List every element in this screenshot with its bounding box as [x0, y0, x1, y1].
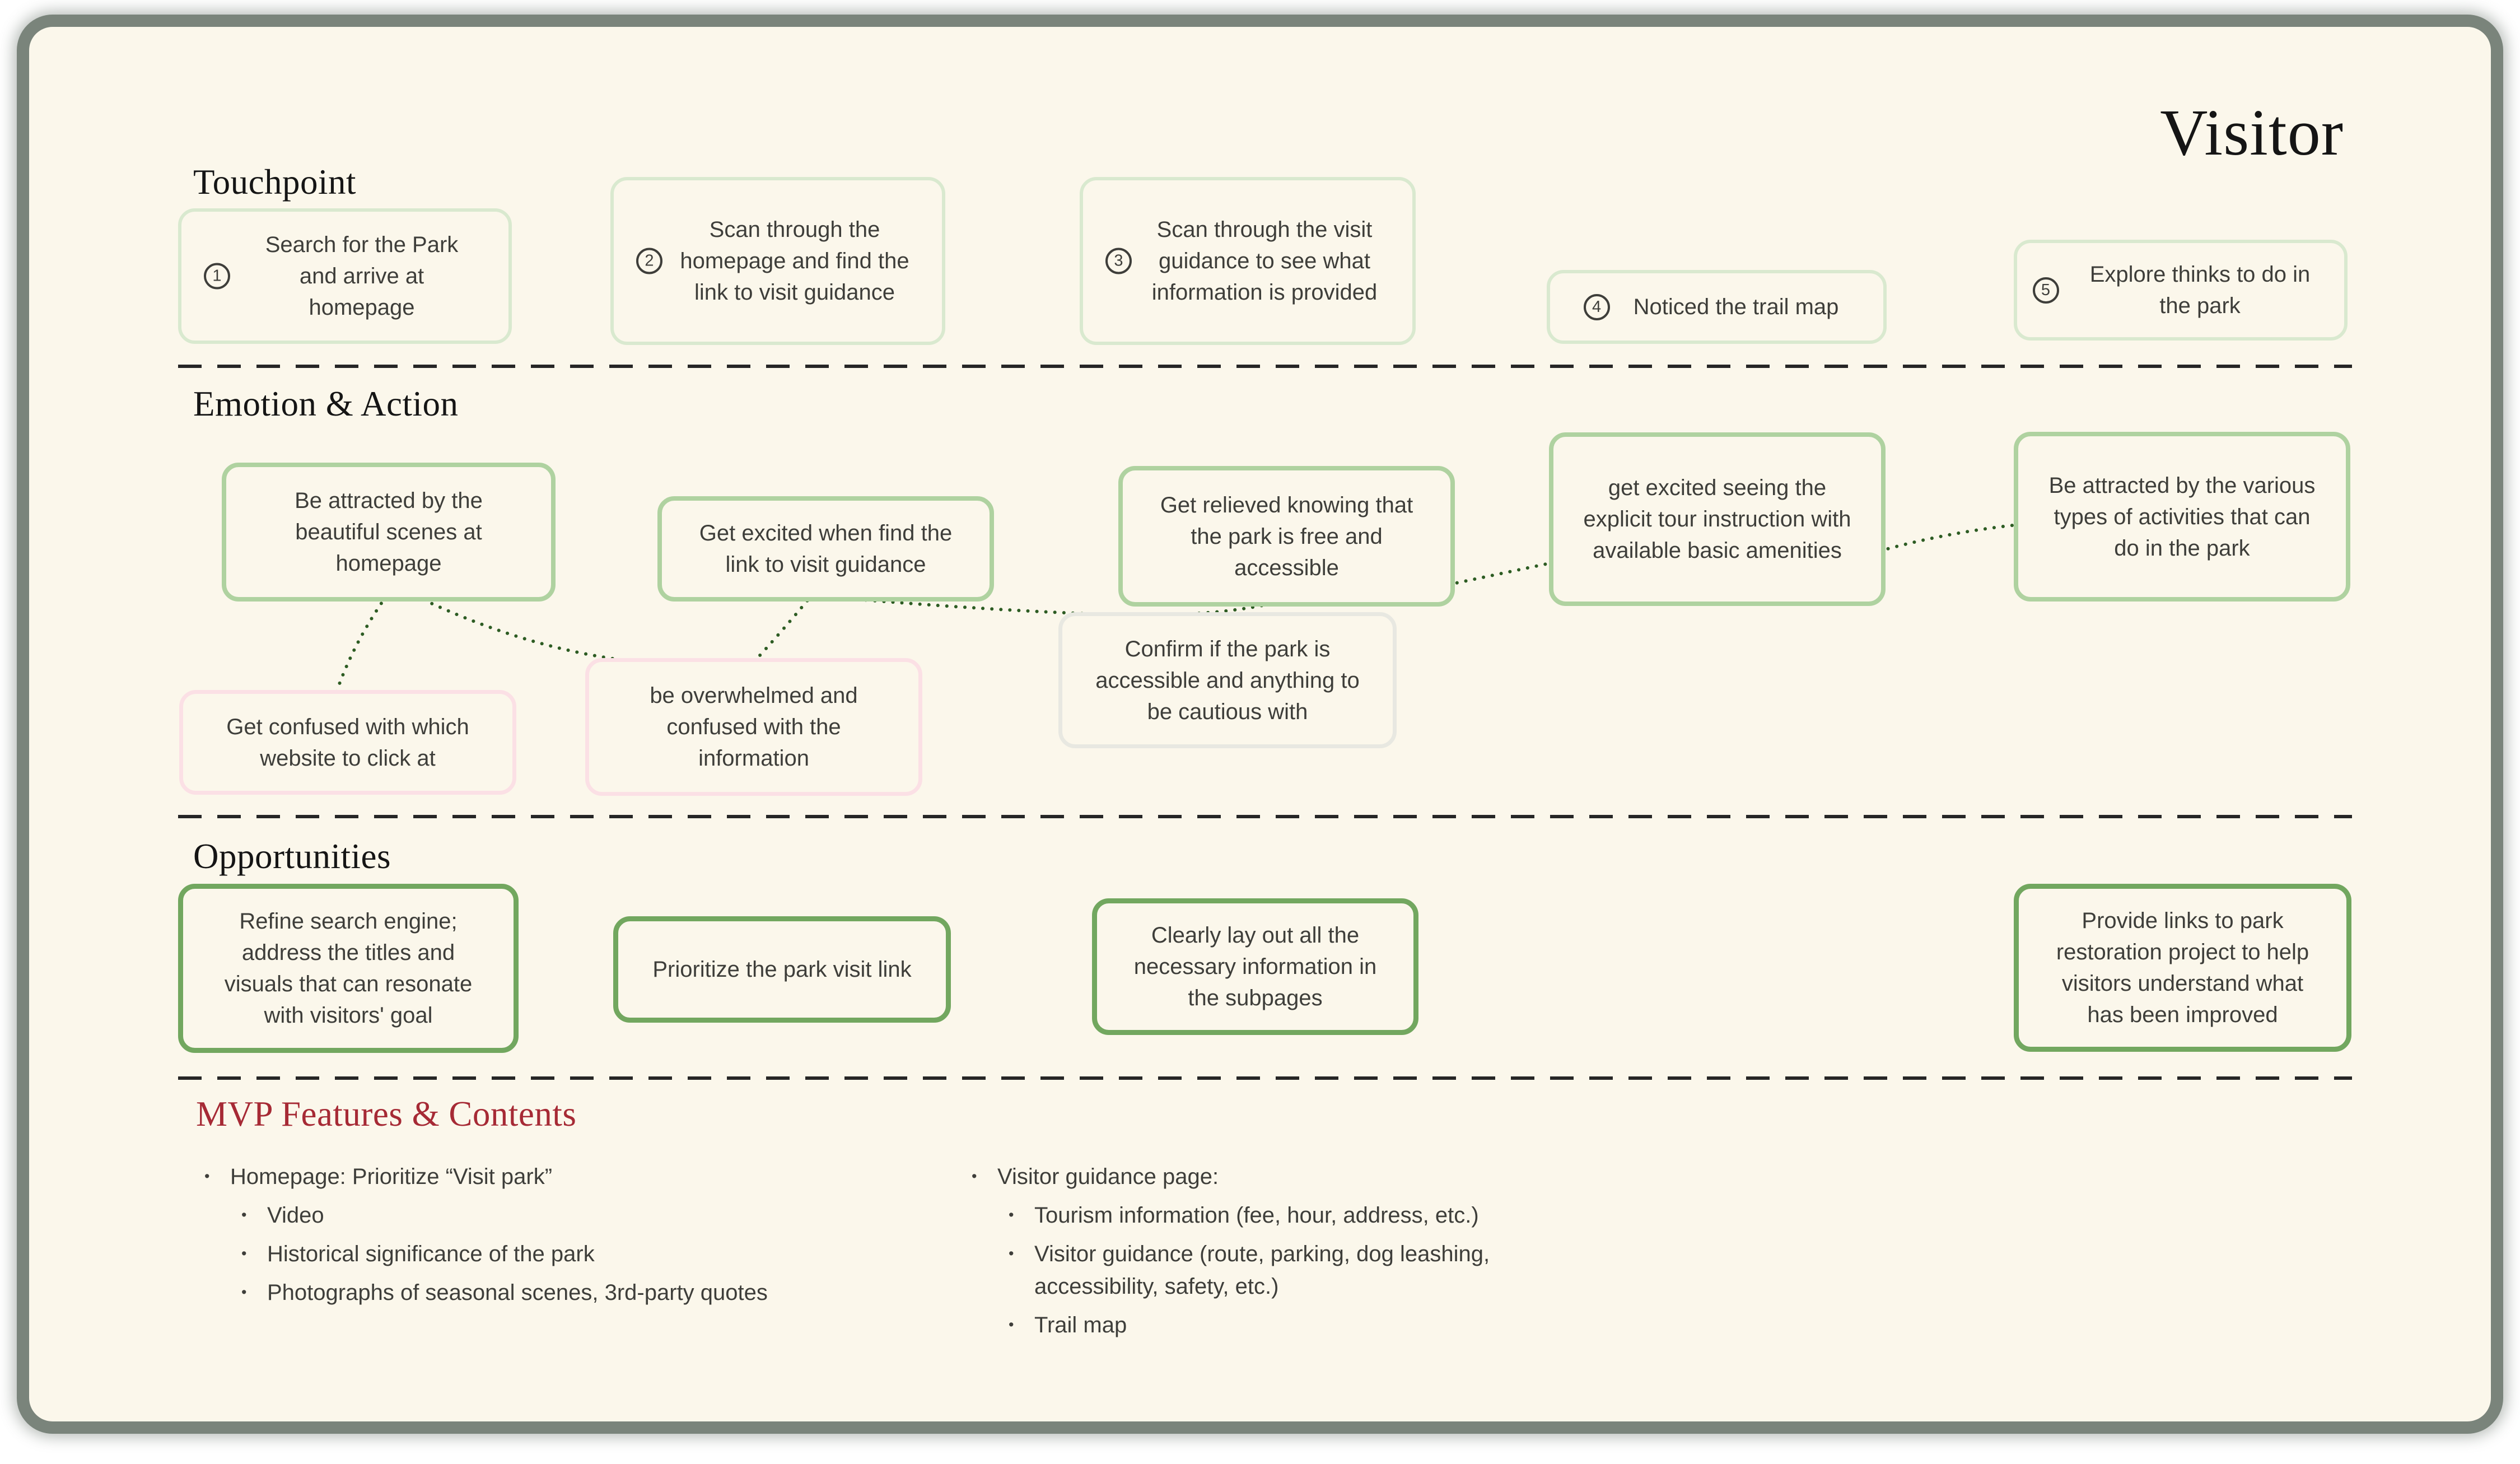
card-text: Provide links to park restoration projec… [2056, 908, 2309, 1027]
bullet-icon: • [1009, 1245, 1014, 1262]
list-item: • Homepage: Prioritize “Visit park” [204, 1160, 776, 1193]
card-text: Be attracted by the beautiful scenes at … [295, 488, 483, 576]
dotted-connector [334, 594, 388, 695]
emotion-positive-card-3: Get relieved knowing that the park is fr… [1118, 466, 1455, 607]
touchpoint-card-5: 5 Explore thinks to do in the park [2014, 240, 2348, 341]
card-text: be overwhelmed and confused with the inf… [650, 683, 858, 771]
bullet-icon: • [1009, 1316, 1014, 1333]
bullet-icon: • [972, 1168, 977, 1185]
list-item: • Historical significance of the park [241, 1238, 776, 1270]
step-number-badge: 1 [204, 263, 230, 290]
step-number-badge: 5 [2032, 277, 2059, 304]
section-heading-emotion: Emotion & Action [193, 384, 459, 423]
opportunity-card-4: Provide links to park restoration projec… [2014, 884, 2351, 1052]
list-item: • Video [241, 1199, 776, 1232]
card-text: Prioritize the park visit link [652, 957, 912, 982]
emotion-neutral-card-1: Confirm if the park is accessible and an… [1058, 612, 1397, 748]
list-item-label: Homepage: Prioritize “Visit park” [230, 1164, 553, 1189]
list-item: • Visitor guidance (route, parking, dog … [1009, 1238, 1548, 1303]
card-text: Get confused with which website to click… [226, 714, 469, 771]
touchpoint-card-1: 1 Search for the Park and arrive at home… [178, 208, 512, 344]
list-item-label: Visitor guidance (route, parking, dog le… [1034, 1242, 1490, 1299]
bullet-icon: • [1009, 1206, 1014, 1223]
list-item-label: Tourism information (fee, hour, address,… [1034, 1203, 1479, 1228]
card-text: Get relieved knowing that the park is fr… [1160, 492, 1413, 580]
list-item-label: Trail map [1034, 1313, 1127, 1337]
list-item-label: Visitor guidance page: [997, 1164, 1219, 1189]
mvp-column-homepage: • Homepage: Prioritize “Visit park” • Vi… [204, 1160, 776, 1315]
card-text: Get excited when find the link to visit … [699, 521, 953, 577]
emotion-negative-card-1: Get confused with which website to click… [179, 690, 516, 795]
card-text: Explore thinks to do in the park [2089, 262, 2311, 318]
step-number-badge: 3 [1105, 248, 1132, 274]
bullet-icon: • [241, 1206, 247, 1223]
card-text: Refine search engine; address the titles… [224, 909, 473, 1028]
opportunity-card-1: Refine search engine; address the titles… [178, 884, 519, 1053]
dotted-connector [1878, 524, 2014, 553]
touchpoint-card-4: 4 Noticed the trail map [1547, 270, 1887, 344]
emotion-positive-card-2: Get excited when find the link to visit … [657, 496, 994, 602]
persona-title: Visitor [2160, 96, 2344, 169]
mvp-column-guidance: • Visitor guidance page: • Tourism infor… [972, 1160, 1548, 1348]
card-text: Noticed the trail map [1633, 295, 1839, 319]
card-text: get excited seeing the explicit tour ins… [1583, 475, 1851, 563]
emotion-positive-card-1: Be attracted by the beautiful scenes at … [222, 463, 556, 602]
list-item: • Photographs of seasonal scenes, 3rd-pa… [241, 1276, 776, 1309]
step-number-badge: 2 [636, 248, 662, 274]
bullet-icon: • [241, 1284, 247, 1300]
touchpoint-card-2: 2 Scan through the homepage and find the… [610, 177, 945, 345]
emotion-positive-card-4: get excited seeing the explicit tour ins… [1549, 432, 1886, 606]
card-text: Search for the Park and arrive at homepa… [265, 232, 459, 320]
opportunity-card-3: Clearly lay out all the necessary inform… [1092, 898, 1418, 1035]
card-text: Be attracted by the various types of act… [2048, 473, 2316, 561]
card-text: Scan through the homepage and find the l… [680, 217, 909, 305]
emotion-positive-card-5: Be attracted by the various types of act… [2014, 432, 2350, 602]
row-separator [178, 1076, 2352, 1080]
list-item-label: Photographs of seasonal scenes, 3rd-part… [267, 1280, 768, 1305]
section-heading-touchpoint: Touchpoint [193, 162, 357, 202]
bullet-icon: • [204, 1168, 210, 1185]
bullet-icon: • [241, 1245, 247, 1262]
list-item-label: Historical significance of the park [267, 1242, 595, 1266]
row-separator [178, 815, 2352, 818]
section-heading-mvp: MVP Features & Contents [196, 1094, 577, 1134]
card-text: Confirm if the park is accessible and an… [1095, 636, 1360, 724]
touchpoint-card-3: 3 Scan through the visit guidance to see… [1080, 177, 1416, 345]
row-separator [178, 365, 2352, 368]
dotted-connector [1446, 562, 1551, 586]
list-item: • Visitor guidance page: [972, 1160, 1548, 1193]
emotion-negative-card-2: be overwhelmed and confused with the inf… [585, 658, 922, 796]
dotted-connector [752, 592, 815, 664]
list-item: • Tourism information (fee, hour, addres… [1009, 1199, 1548, 1232]
step-number-badge: 4 [1583, 293, 1610, 320]
card-text: Scan through the visit guidance to see w… [1151, 217, 1378, 305]
list-item: • Trail map [1009, 1309, 1548, 1341]
list-item-label: Video [267, 1203, 324, 1228]
card-text: Clearly lay out all the necessary inform… [1133, 923, 1377, 1010]
opportunity-card-2: Prioritize the park visit link [613, 916, 951, 1023]
dotted-connector [414, 594, 746, 667]
section-heading-opportunities: Opportunities [193, 837, 391, 876]
